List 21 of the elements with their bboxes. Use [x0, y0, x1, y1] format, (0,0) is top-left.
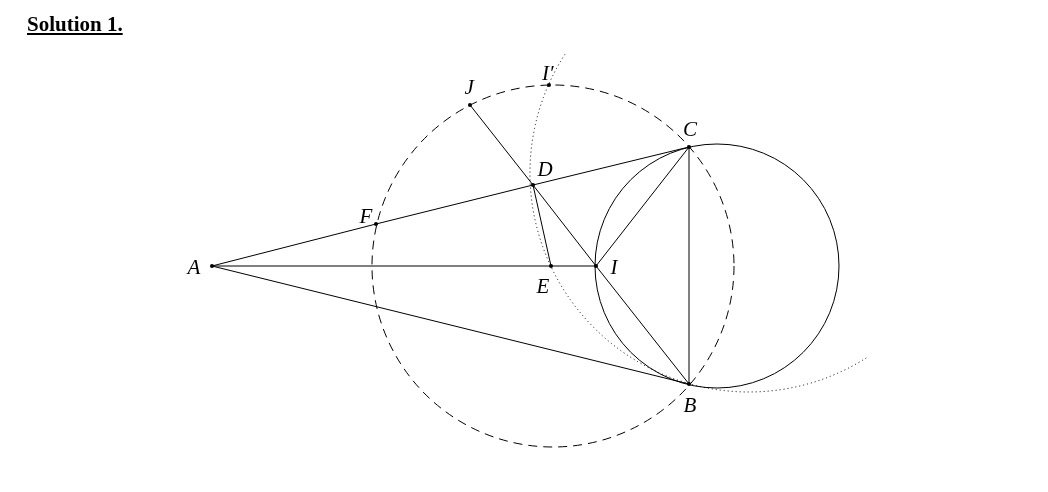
- line-segment: [532, 146, 690, 186]
- point-label: A: [187, 257, 201, 277]
- line-segment: [211, 265, 552, 267]
- line-segment: [211, 265, 690, 385]
- point-label: J: [464, 77, 474, 97]
- heading: Solution 1.: [27, 12, 123, 37]
- point-label: E: [536, 276, 550, 296]
- line-segment: [550, 265, 597, 267]
- point-label: I: [610, 257, 618, 277]
- line-segment: [595, 265, 690, 385]
- line-segment: [375, 184, 534, 225]
- point-label: B: [683, 395, 697, 415]
- point-label: F: [359, 206, 373, 226]
- line-segment: [532, 184, 552, 267]
- point-label: D: [537, 159, 553, 179]
- point-label: I′: [542, 63, 554, 83]
- line-segment: [532, 184, 597, 267]
- line-segment: [595, 146, 690, 267]
- line-segment: [469, 104, 534, 186]
- line-segment: [688, 146, 690, 385]
- point-label: C: [683, 119, 697, 139]
